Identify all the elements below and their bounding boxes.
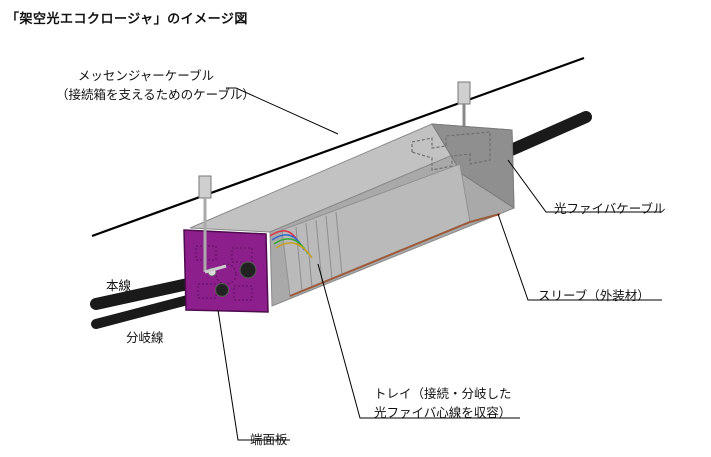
hanger-right-clamp [457,81,471,105]
leader-sleeve [497,213,662,301]
hanger-left-clamp [198,175,212,199]
label-main-line: 本線 [106,278,132,293]
hanger-left-hook [204,264,227,274]
leader-end-plate [217,309,290,441]
label-tray: トレイ（接続・分岐した 光ファイバ心線を収容） [374,384,512,422]
leader-messenger [226,87,339,135]
leader-fiber-cable [507,159,660,213]
label-tray-line2: 光ファイバ心線を収容） [374,405,512,420]
leader-tray [317,263,520,419]
messenger-cable-wire [91,56,585,238]
branch-line-grommet [214,282,230,298]
main-line-grommet [239,261,257,279]
label-end-plate: 端面板 [250,432,288,447]
leader-lines [217,87,662,441]
label-branch-line: 分岐線 [126,330,164,345]
label-messenger-cable-line1: メッセンジャーケーブル [77,68,215,83]
tray-slots [295,211,343,292]
diagram-title: 「架空光エコクロージャ」のイメージ図 [6,12,248,27]
mount-bracket-outline [411,131,491,171]
tray-bottom-edge [289,213,501,297]
fiber-cable-right [494,111,592,161]
fiber-coil-yellow [275,242,313,259]
label-messenger-cable-line2: （接続箱を支えるためのケーブル） [56,87,255,102]
label-messenger-cable: メッセンジャーケーブル （接続箱を支えるためのケーブル） [56,66,255,104]
label-fiber-cable: 光ファイバケーブル [554,201,666,216]
label-tray-line1: トレイ（接続・分岐した [374,386,512,401]
label-sleeve: スリーブ（外装材） [538,288,650,303]
